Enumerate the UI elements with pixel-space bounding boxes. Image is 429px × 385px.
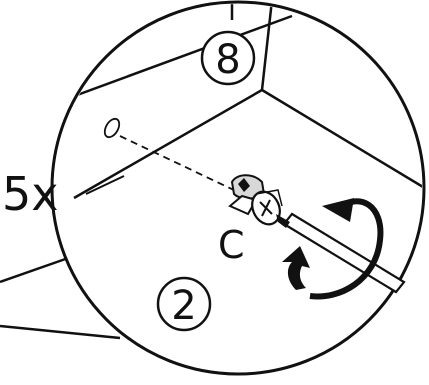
panel-number-label: 8 bbox=[215, 37, 240, 83]
callout-line-bottom bbox=[0, 326, 120, 338]
part-number-label: 2 bbox=[171, 283, 196, 329]
quantity-label: 5x bbox=[2, 167, 59, 221]
part-label: C bbox=[218, 223, 245, 267]
callout-line-top bbox=[0, 256, 74, 282]
